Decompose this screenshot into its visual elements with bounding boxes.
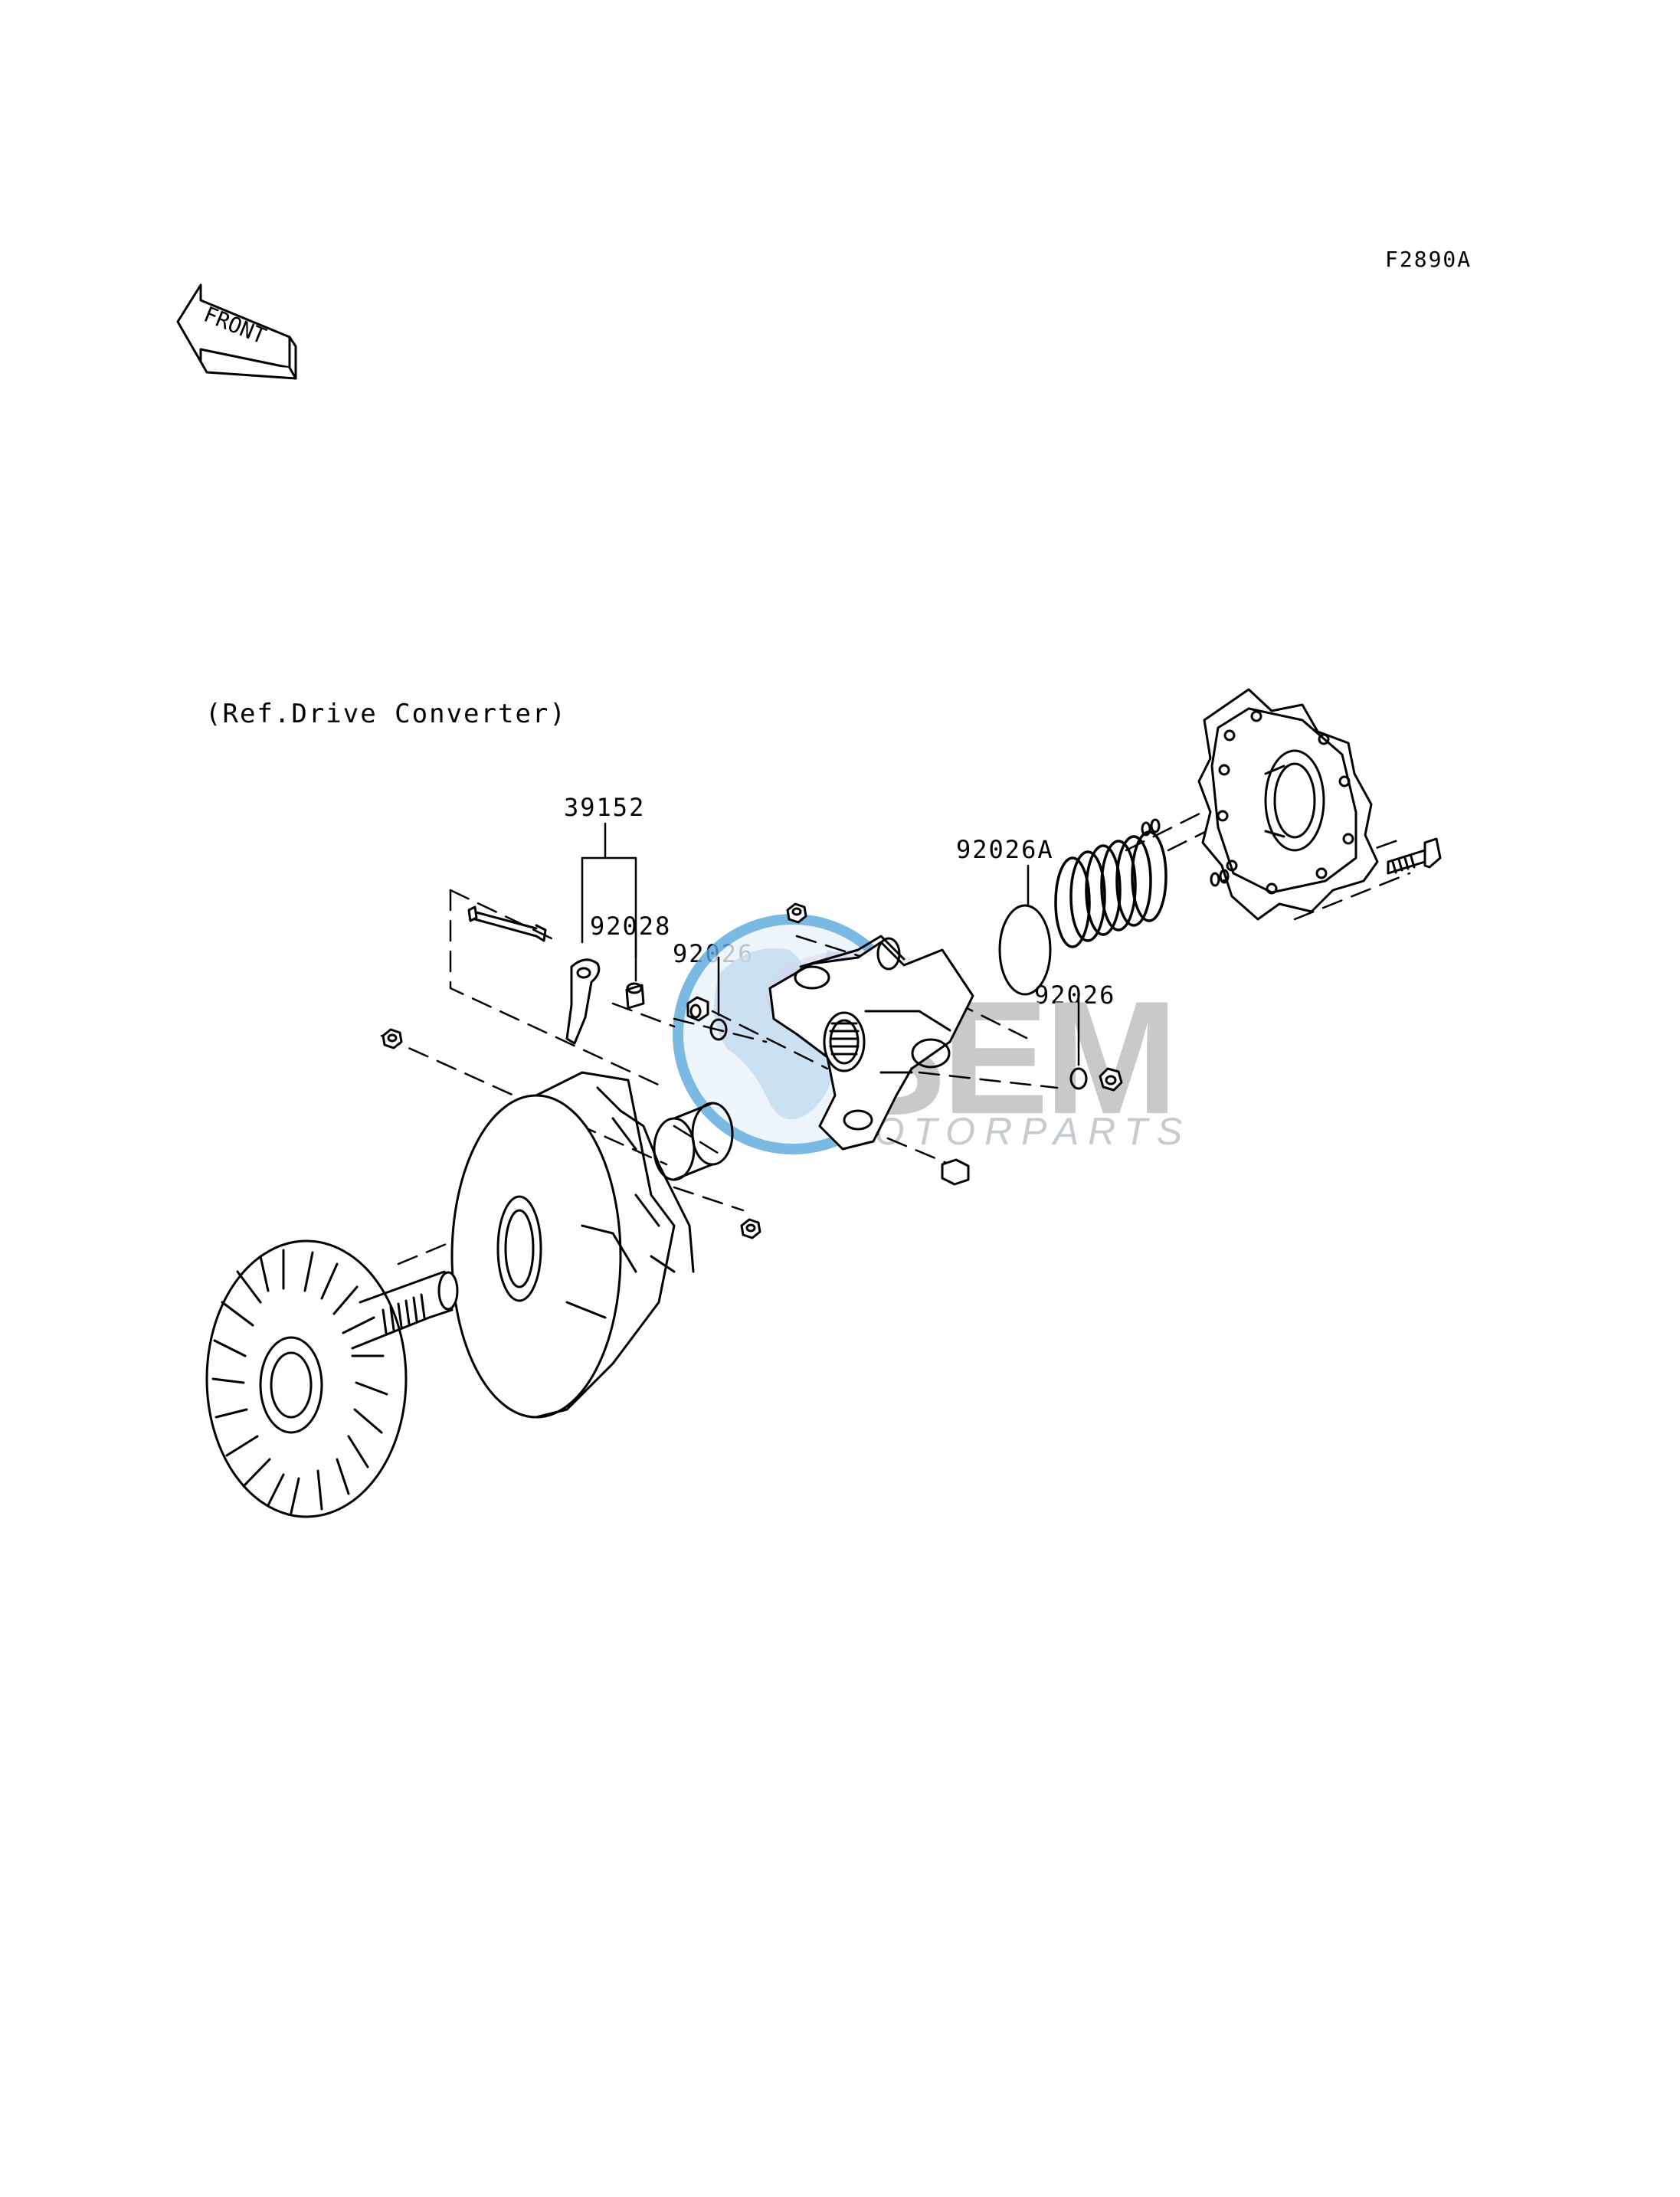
pin-icon (1141, 818, 1230, 887)
part-label-39152[interactable]: 39152 (564, 793, 646, 822)
ring-92026-right-icon (1069, 1067, 1088, 1090)
part-label-92026A[interactable]: 92026A (956, 835, 1054, 864)
reference-note: (Ref.Drive Converter) (205, 699, 567, 729)
front-arrow-icon: FRONT (176, 283, 297, 380)
roller-92028-icon (625, 982, 645, 1010)
washer-92026A-icon (998, 904, 1052, 996)
bolt-icon (1387, 837, 1442, 875)
leader-lines (581, 822, 1080, 1066)
part-label-92026-right[interactable]: 92026 (1034, 981, 1116, 1010)
watermark-tagline: MOTORPARTS (833, 1110, 1192, 1153)
spring-icon (1054, 830, 1167, 948)
ring-92026-left-icon (709, 1018, 728, 1041)
fixed-sheave-icon (205, 1239, 459, 1518)
movable-sheave-icon (450, 1071, 695, 1419)
part-label-92028[interactable]: 92028 (590, 912, 672, 941)
bushing-icon (653, 1102, 734, 1181)
cover-plate-icon (1197, 688, 1379, 921)
weight-arm-39152-icon (467, 905, 601, 1045)
spider-assembly-icon (768, 935, 974, 1151)
figure-id: F2890A (1385, 247, 1472, 272)
nut-icon (382, 902, 1123, 1239)
